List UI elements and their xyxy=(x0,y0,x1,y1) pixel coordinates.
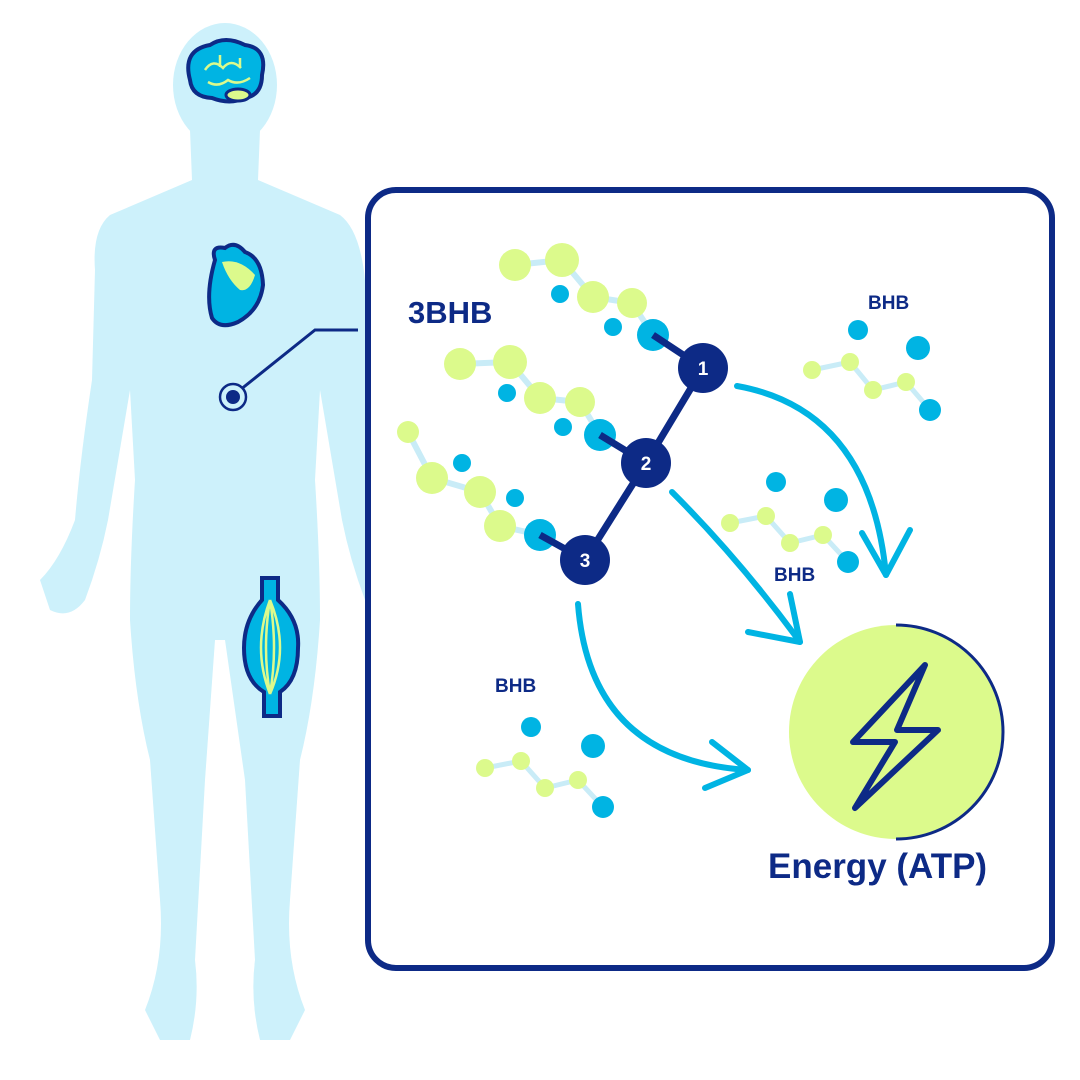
node-2: 2 xyxy=(621,438,671,488)
lightning-bolt-icon xyxy=(850,662,941,811)
label-energy-atp: Energy (ATP) xyxy=(768,847,987,886)
arrows xyxy=(575,383,913,791)
brain-icon xyxy=(186,38,266,104)
label-3bhb: 3BHB xyxy=(408,295,492,330)
arrow-node1-to-energy xyxy=(734,383,889,578)
svg-text:2: 2 xyxy=(641,454,652,475)
muscle-icon xyxy=(241,576,301,718)
liver-target-icon xyxy=(218,328,358,412)
arrow-node2-to-energy xyxy=(669,489,803,645)
svg-text:3: 3 xyxy=(580,551,591,572)
svg-text:1: 1 xyxy=(698,359,709,380)
bhb-molecule-middle xyxy=(721,472,859,573)
heart-icon xyxy=(207,242,266,328)
bhb-molecule-top-right xyxy=(803,320,941,421)
label-bhb-bottom-left: BHB xyxy=(495,676,536,697)
label-bhb-middle: BHB xyxy=(774,565,815,586)
arrow-node3-to-energy xyxy=(575,601,751,773)
energy-atp-icon xyxy=(789,623,1005,841)
human-body-silhouette xyxy=(40,23,365,1040)
label-bhb-top-right: BHB xyxy=(868,293,909,314)
node-3: 3 xyxy=(560,535,610,585)
node-1: 1 xyxy=(678,343,728,393)
bhb-molecule-bottom-left xyxy=(476,717,614,818)
